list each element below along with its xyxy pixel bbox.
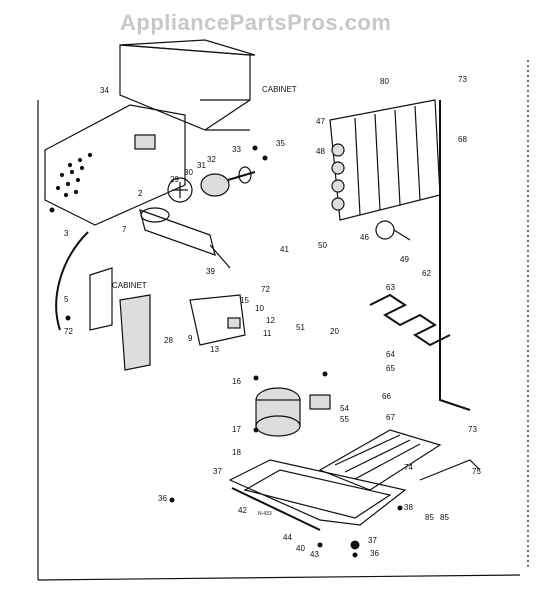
callout-48: 48 <box>316 147 325 156</box>
label-cabinet-top: CABINET <box>262 85 297 94</box>
callout-18: 18 <box>232 448 241 457</box>
callout-10: 10 <box>255 304 264 313</box>
callout-17: 17 <box>232 425 241 434</box>
callout-2: 2 <box>138 189 143 198</box>
callout-3: 3 <box>64 229 69 238</box>
callout-73: 73 <box>458 75 467 84</box>
callout-55: 55 <box>340 415 349 424</box>
cap-coil <box>369 293 451 347</box>
callout-37b: 37 <box>368 536 377 545</box>
callout-30: 30 <box>184 168 193 177</box>
callout-38: 38 <box>404 503 413 512</box>
label-cabinet-left: CABINET <box>112 281 147 290</box>
callout-49: 49 <box>400 255 409 264</box>
fan-bracket <box>139 207 231 269</box>
fasteners <box>49 145 403 558</box>
callout-62: 62 <box>422 269 431 278</box>
condenser-coil <box>329 99 471 411</box>
accumulator <box>309 394 331 410</box>
callout-15: 15 <box>240 296 249 305</box>
callout-34: 34 <box>100 86 109 95</box>
callout-16: 16 <box>232 377 241 386</box>
callout-42: 42 <box>238 506 247 515</box>
control-box <box>189 294 246 346</box>
thermostat <box>375 220 411 241</box>
callout-72: 72 <box>261 285 270 294</box>
label-figure-id: N-433 <box>258 511 272 517</box>
callout-63: 63 <box>386 283 395 292</box>
callout-43: 43 <box>310 550 319 559</box>
callout-31: 31 <box>197 161 206 170</box>
callout-67: 67 <box>386 413 395 422</box>
callout-36: 36 <box>158 494 167 503</box>
callout-41: 41 <box>280 245 289 254</box>
cabinet-top <box>119 39 256 131</box>
callout-13: 13 <box>210 345 219 354</box>
callout-65: 65 <box>386 364 395 373</box>
callout-37: 37 <box>213 467 222 476</box>
callout-20: 20 <box>330 327 339 336</box>
evaporator-plate <box>318 429 442 491</box>
callout-12: 12 <box>266 316 275 325</box>
callout-39: 39 <box>206 267 215 276</box>
callout-32: 32 <box>207 155 216 164</box>
callout-64: 64 <box>386 350 395 359</box>
drain-tube <box>55 231 89 331</box>
callout-33: 33 <box>232 145 241 154</box>
callout-75: 75 <box>472 467 481 476</box>
callout-29: 29 <box>170 175 179 184</box>
callout-73b: 73 <box>468 425 477 434</box>
callout-66: 66 <box>382 392 391 401</box>
callout-72b: 72 <box>64 327 73 336</box>
callout-44: 44 <box>283 533 292 542</box>
callout-54: 54 <box>340 404 349 413</box>
callout-40: 40 <box>296 544 305 553</box>
callout-36b: 36 <box>370 549 379 558</box>
callout-9: 9 <box>188 334 193 343</box>
base-frame <box>228 459 407 531</box>
callout-50: 50 <box>318 241 327 250</box>
callout-46: 46 <box>360 233 369 242</box>
cabinet-bracket <box>89 267 151 371</box>
side-panel <box>44 104 186 226</box>
bottom-border-line <box>37 574 521 581</box>
callout-47: 47 <box>316 117 325 126</box>
fan-motor <box>167 166 256 203</box>
callout-80: 80 <box>380 77 389 86</box>
label-page-num: 85 <box>425 513 434 522</box>
watermark: AppliancePartsPros.com <box>120 10 392 35</box>
compressor <box>255 387 301 437</box>
callout-7: 7 <box>122 225 127 234</box>
sensor-wire <box>419 459 481 481</box>
callout-51: 51 <box>296 323 305 332</box>
callout-28: 28 <box>164 336 173 345</box>
callout-68: 68 <box>458 135 467 144</box>
callout-11: 11 <box>263 329 272 338</box>
callout-74: 74 <box>404 463 413 472</box>
callout-5: 5 <box>64 295 69 304</box>
callout-85: 85 <box>440 513 449 522</box>
callout-35: 35 <box>276 139 285 148</box>
